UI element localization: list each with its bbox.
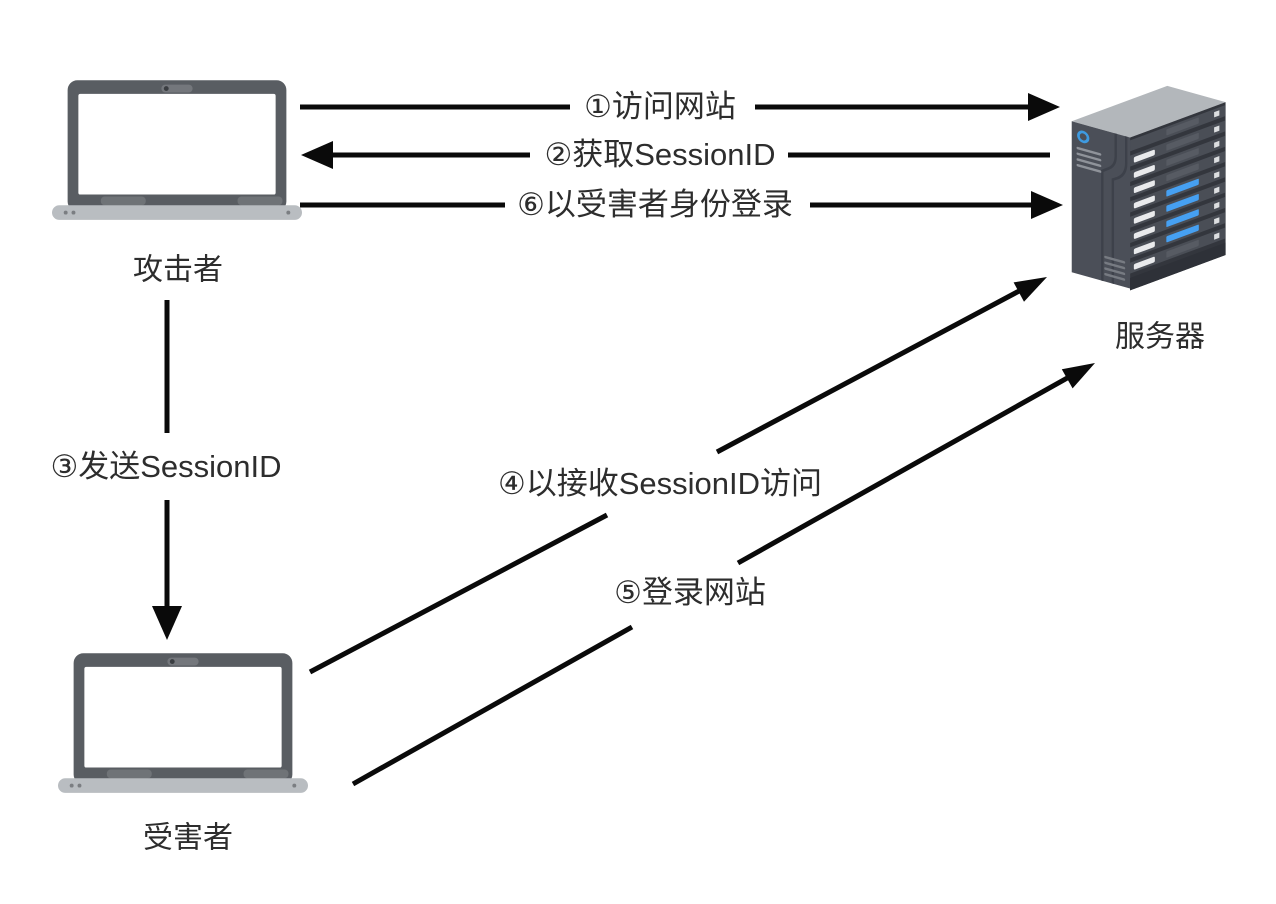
arrow-3-send-sessionid bbox=[152, 300, 182, 640]
victim-label: 受害者 bbox=[143, 821, 233, 855]
flow-label-2: ②获取SessionID bbox=[538, 136, 782, 174]
flow-label-6: ⑥以受害者身份登录 bbox=[511, 186, 799, 224]
arrow-5-login-site bbox=[351, 363, 1095, 787]
arrow-6-login-as-victim bbox=[300, 191, 1063, 219]
server-label: 服务器 bbox=[1115, 320, 1205, 354]
laptop-icon bbox=[52, 80, 302, 220]
arrow-1-visit-site bbox=[300, 93, 1060, 121]
flow-label-1: ①访问网站 bbox=[578, 88, 742, 126]
arrow-4-access-with-sessionid bbox=[308, 277, 1047, 675]
flow-label-3: ③发送SessionID bbox=[44, 448, 288, 486]
attacker-label: 攻击者 bbox=[133, 253, 223, 287]
laptop-icon bbox=[58, 653, 308, 793]
flow-label-4: ④以接收SessionID访问 bbox=[491, 465, 829, 503]
flow-label-5: ⑤登录网站 bbox=[608, 574, 772, 612]
server-icon bbox=[1071, 85, 1226, 291]
arrow-2-get-sessionid bbox=[301, 141, 1050, 169]
